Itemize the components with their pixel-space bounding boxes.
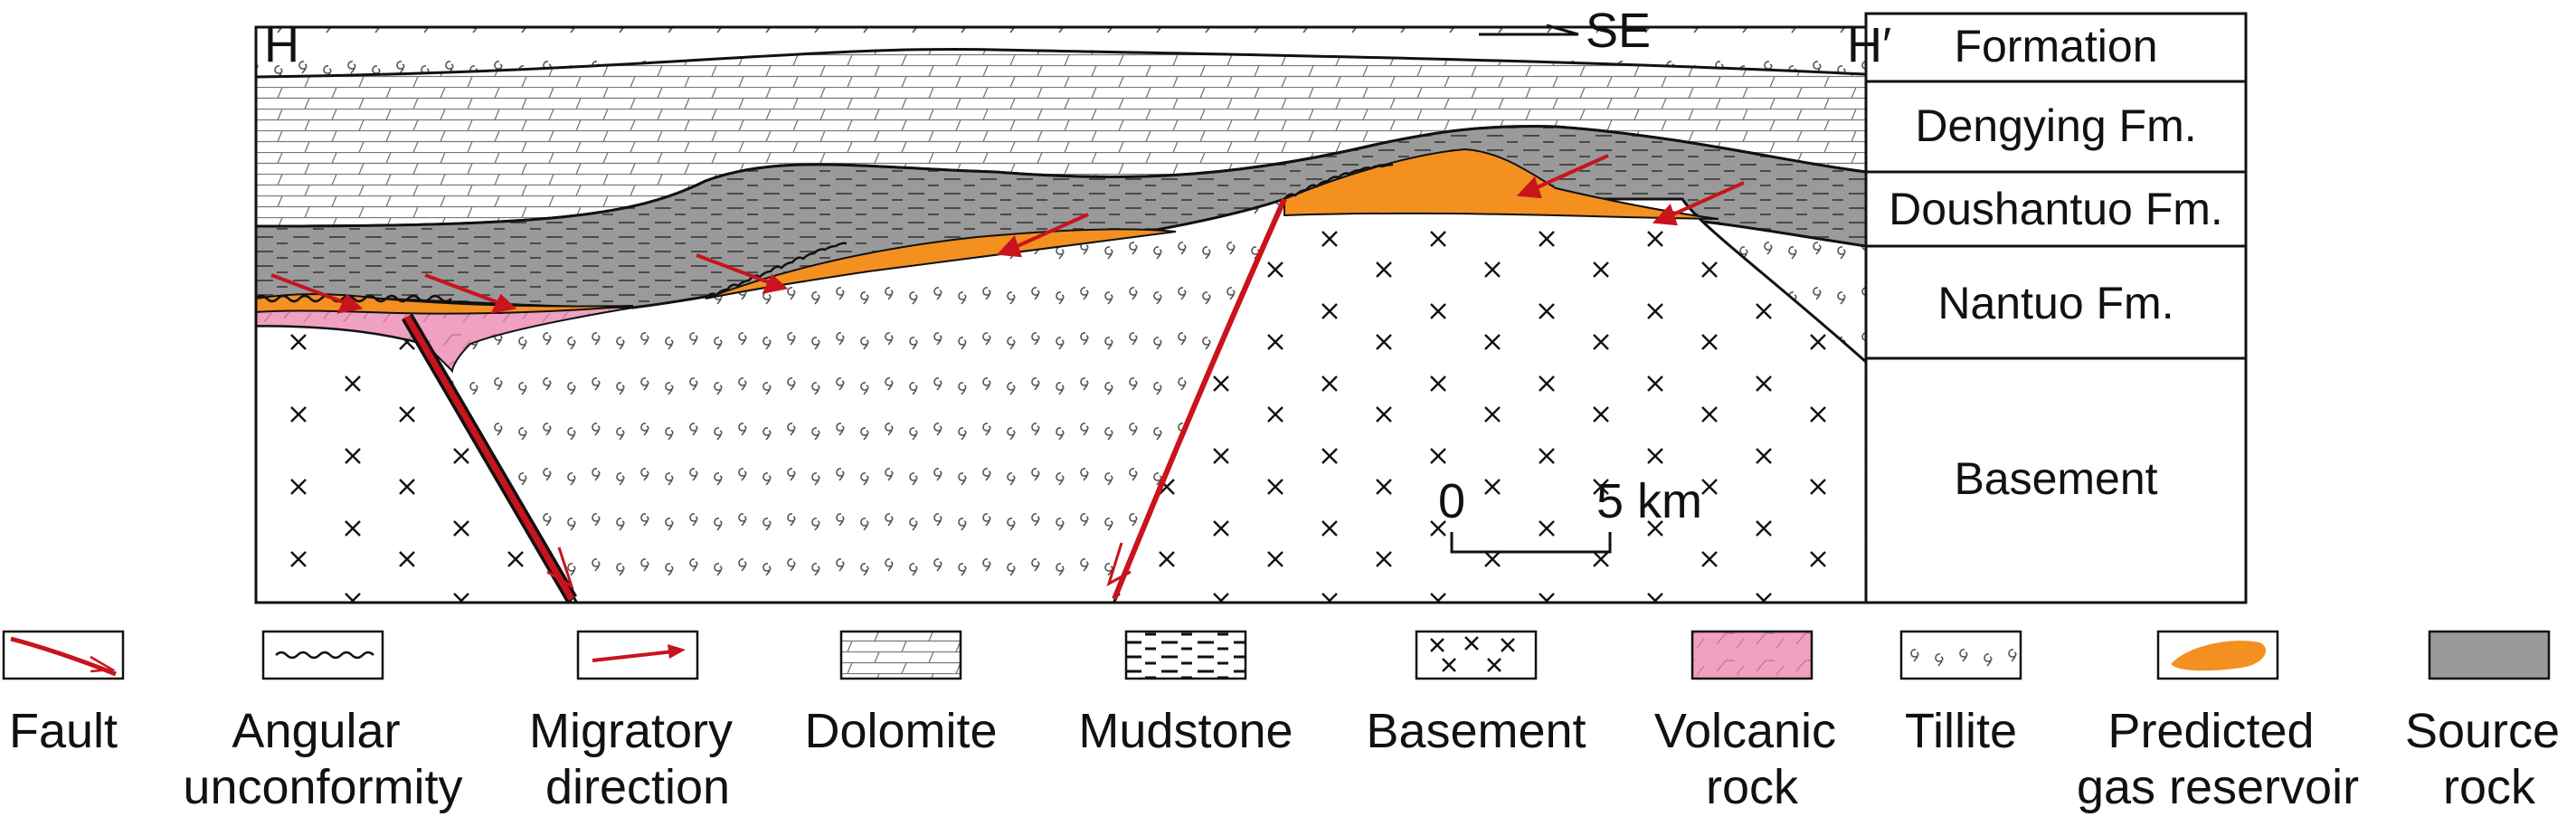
section-right-label: H′ [1847,18,1891,72]
scale-bar-end: 5 km [1596,474,1702,528]
fault-slip-arrow [1106,542,1132,587]
legend-label-tillite: Tillite [1905,704,2017,758]
unconformity-line [1283,163,1394,200]
fault-line [1112,197,1287,601]
legend-dolomite-swatch [839,630,962,680]
legend-label-reservoir: Predicted gas reservoir [2077,704,2359,814]
legend-basement-swatch [1415,630,1538,680]
legend-mudstone-swatch [1124,630,1247,680]
gas-reservoir [1283,147,1719,220]
legend-label-basement: Basement [1366,704,1586,758]
legend-label-volcanic: Volcanic rock [1654,704,1850,814]
section-left-label: H [264,18,299,72]
direction-label: SE [1586,4,1651,58]
legend-label-dolomite: Dolomite [804,704,997,758]
legend [2,630,2551,680]
formation-dengying: Dengying Fm. [1915,100,2196,151]
direction-indicator [1479,24,1579,36]
fault-slip-arrow [546,546,574,590]
unconformity-line [705,242,848,299]
formation-nantuo: Nantuo Fm. [1937,278,2174,328]
legend-unconformity-swatch [261,630,384,680]
legend-label-migration: Migratory direction [529,704,746,814]
formation-header: Formation [1954,21,2157,71]
unconformity-line [255,294,452,303]
legend-source-swatch [2428,630,2551,680]
legend-fault-swatch [2,630,125,680]
legend-migration-swatch [576,630,699,680]
formation-basement: Basement [1954,453,2157,504]
legend-label-unconformity: Angular unconformity [183,704,462,814]
gas-reservoir [705,228,1177,299]
formation-column [1864,12,2248,604]
legend-label-mudstone: Mudstone [1078,704,1293,758]
scale-bar [1450,532,1612,554]
legend-tillite-swatch [1899,630,2022,680]
legend-volcanic-swatch [1690,630,1814,680]
legend-label-fault: Fault [9,704,118,758]
fault-line [403,315,575,601]
formation-doushantuo: Doushantuo Fm. [1889,184,2223,234]
legend-reservoir-swatch [2156,630,2279,680]
legend-label-source: Source rock [2405,704,2573,814]
scale-bar-start: 0 [1438,474,1465,528]
migration-arrows [270,154,1745,314]
